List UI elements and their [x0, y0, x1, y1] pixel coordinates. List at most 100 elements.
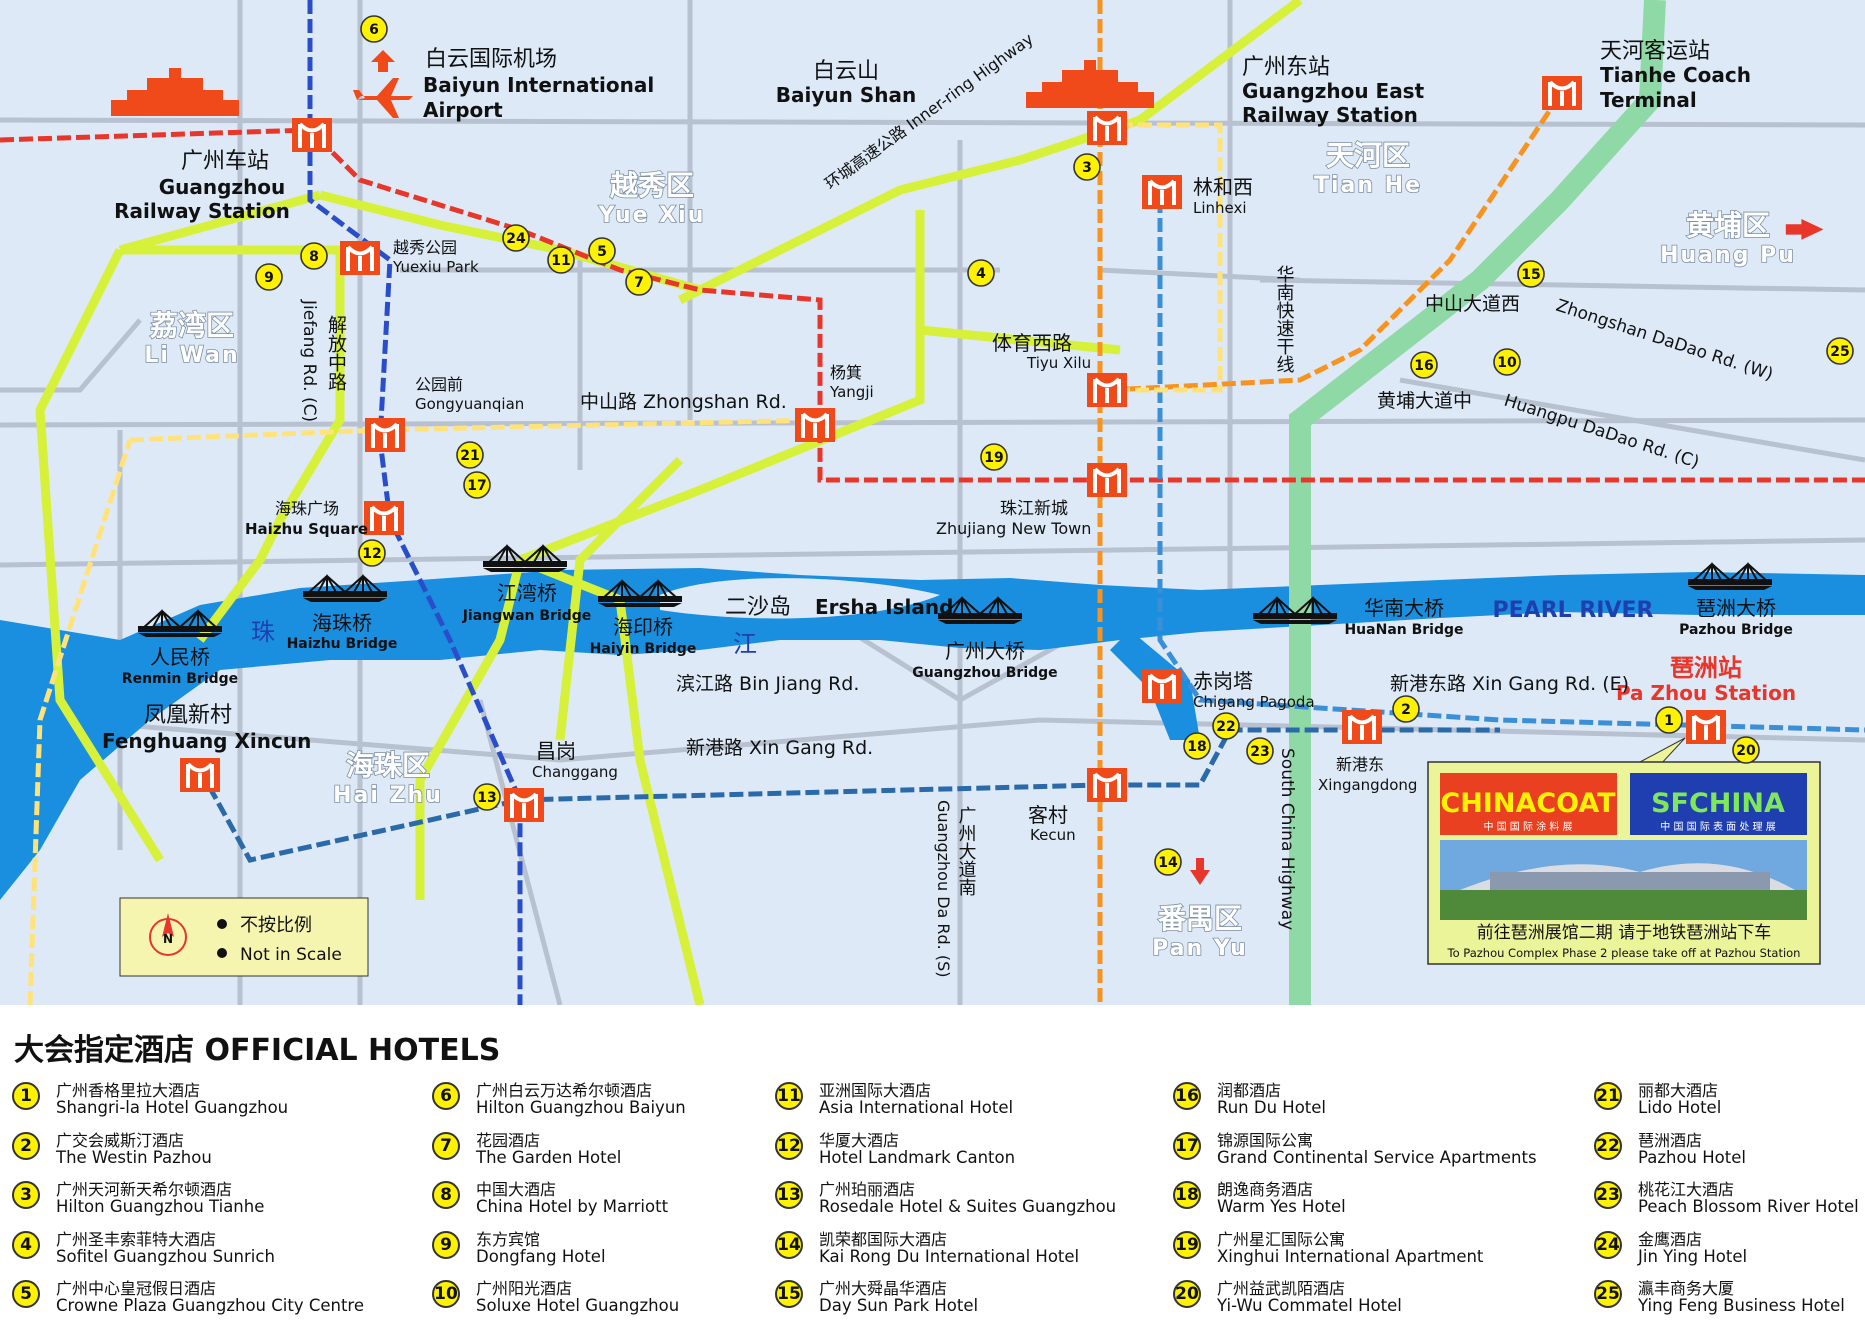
hotel-number-badge: 8 — [432, 1181, 460, 1209]
scale-box: N 不按比例 Not in Scale — [119, 897, 369, 977]
hotel-number-badge: 7 — [432, 1131, 460, 1160]
bridge-jiangwan-en: Jiangwan Bridge — [462, 608, 592, 624]
hotel-marker-3[interactable]: 3 — [1073, 153, 1101, 181]
hotel-number-badge: 25 — [1594, 1280, 1622, 1308]
station-yuexiu-park-en: Yuexiu Park — [392, 258, 479, 276]
bridge-huanan-cn: 华南大桥 — [1364, 596, 1444, 620]
hotel-name-en: Sofitel Guangzhou Sunrich — [56, 1246, 275, 1266]
bridge-huanan-en: HuaNan Bridge — [1344, 622, 1463, 638]
hotel-name-cn: 瀛丰商务大厦 — [1638, 1279, 1735, 1298]
station-xingangdong-en: Xingangdong — [1318, 776, 1417, 794]
road-network — [0, 0, 1865, 1005]
hotel-marker-8[interactable]: 8 — [300, 242, 328, 270]
hotel-marker-14[interactable]: 14 — [1154, 848, 1182, 876]
landmark-coach-terminal-en-2: Terminal — [1600, 88, 1697, 112]
hotel-number-badge: 24 — [1594, 1230, 1622, 1259]
svg-text:21: 21 — [460, 448, 479, 464]
road-jiefang-cn: 解放中路 — [325, 315, 347, 391]
hotel-name-cn: 东方宾馆 — [476, 1229, 541, 1249]
district-huangpu-cn: 黄埔区 — [1686, 209, 1770, 242]
station-fenghuang-cn: 凤凰新村 — [144, 703, 232, 728]
hotel-marker-20[interactable]: 20 — [1732, 736, 1760, 764]
hotel-name-en: Hotel Landmark Canton — [819, 1147, 1016, 1167]
arrow-down-icon — [1190, 858, 1210, 885]
hotel-marker-21[interactable]: 21 — [456, 441, 484, 469]
bridge-haiyin-cn: 海印桥 — [613, 615, 673, 639]
hotel-marker-15[interactable]: 15 — [1517, 260, 1545, 288]
hotel-number-badge: 17 — [1173, 1131, 1201, 1160]
station-linhexi-cn: 林和西 — [1193, 175, 1253, 199]
landmark-pazhou-station-en: Pa Zhou Station — [1616, 681, 1796, 705]
hotel-marker-11[interactable]: 11 — [547, 246, 575, 274]
bridge-renmin-cn: 人民桥 — [150, 645, 210, 669]
scale-note-cn: 不按比例 — [240, 915, 312, 936]
sfchina-logo — [1630, 773, 1807, 835]
station-chigang-en: Chigang Pagoda — [1193, 693, 1315, 711]
chinacoat-logo — [1440, 773, 1617, 835]
hotel-marker-12[interactable]: 12 — [358, 539, 386, 567]
hotel-name-cn: 丽都大酒店 — [1638, 1081, 1719, 1100]
hotel-marker-1[interactable]: 1 — [1655, 706, 1683, 734]
hotel-name-en: Crowne Plaza Guangzhou City Centre — [56, 1296, 365, 1315]
promo-caption-cn: 前往琶洲展馆二期 请于地铁琶洲站下车 — [1477, 923, 1771, 943]
hotel-name-cn: 金鹰酒店 — [1638, 1229, 1703, 1249]
hotel-marker-19[interactable]: 19 — [980, 443, 1008, 471]
hotel-number-badge: 21 — [1594, 1082, 1622, 1110]
hotel-markers: 1234567891011121314151617181920212223242… — [255, 15, 1854, 876]
hotel-marker-7[interactable]: 7 — [625, 268, 653, 296]
svg-text:10: 10 — [1497, 355, 1517, 371]
hotel-name-en: China Hotel by Marriott — [476, 1197, 669, 1216]
hotel-marker-18[interactable]: 18 — [1183, 732, 1211, 760]
svg-text:22: 22 — [1216, 719, 1235, 735]
hotel-marker-4[interactable]: 4 — [967, 259, 995, 287]
district-tianhe-en: Tian He — [1314, 173, 1422, 198]
hotel-marker-24[interactable]: 24 — [502, 224, 530, 252]
hotel-marker-16[interactable]: 16 — [1410, 351, 1438, 379]
legend-title: 大会指定酒店 OFFICIAL HOTELS — [14, 1033, 501, 1068]
scale-note-en: Not in Scale — [240, 945, 342, 965]
hotel-marker-23[interactable]: 23 — [1246, 737, 1274, 765]
hotel-name-en: Run Du Hotel — [1217, 1098, 1326, 1117]
landmark-labels: 白云国际机场 Baiyun International Airport 白云山 … — [114, 39, 1796, 705]
district-yuexiu-cn: 越秀区 — [610, 169, 694, 202]
hotel-name-cn: 华厦大酒店 — [819, 1130, 900, 1150]
hotel-marker-25[interactable]: 25 — [1826, 337, 1854, 365]
hotel-marker-13[interactable]: 13 — [473, 783, 501, 811]
station-yuexiu-park-cn: 越秀公园 — [393, 238, 457, 257]
landmark-airport-en-2: Airport — [423, 98, 503, 122]
south-china-highway — [1289, 0, 1666, 1005]
hotel-name-cn: 广州白云万达希尔顿酒店 — [476, 1081, 653, 1100]
road-xingang-east: 新港东路 Xin Gang Rd. (E) — [1390, 673, 1629, 695]
compass-north-label: N — [163, 932, 173, 946]
station-haizhu-square-cn: 海珠广场 — [275, 499, 339, 518]
hotel-number-badge: 10 — [432, 1280, 460, 1308]
promo-box: CHINACOAT 中 国 国 际 涂 料 展 SFCHINA 中 国 国 际 … — [1427, 737, 1821, 965]
hotel-marker-9[interactable]: 9 — [255, 263, 283, 291]
hotel-marker-22[interactable]: 22 — [1212, 712, 1240, 740]
landmark-baiyunshan-cn: 白云山 — [813, 59, 879, 84]
svg-text:9: 9 — [264, 270, 274, 286]
landmark-gz-station-en-2: Railway Station — [114, 199, 290, 223]
bridge-pazhou-en: Pazhou Bridge — [1679, 622, 1793, 638]
hotel-name-cn: 广州圣丰索菲特大酒店 — [56, 1229, 217, 1249]
hotel-name-cn: 花园酒店 — [476, 1130, 541, 1150]
hotel-marker-10[interactable]: 10 — [1493, 348, 1521, 376]
hotel-name-cn: 广州香格里拉大酒店 — [56, 1081, 201, 1100]
svg-text:5: 5 — [597, 244, 607, 260]
hotel-marker-6[interactable]: 6 — [360, 15, 388, 43]
bridge-labels: 人民桥 Renmin Bridge 海珠桥 Haizhu Bridge 江湾桥 … — [122, 581, 1793, 687]
hotel-marker-5[interactable]: 5 — [588, 237, 616, 265]
hotel-name-en: Hilton Guangzhou Baiyun — [476, 1098, 686, 1117]
hotel-name-en: Day Sun Park Hotel — [819, 1296, 979, 1315]
bridge-haiyin-en: Haiyin Bridge — [590, 641, 697, 657]
road-huanan-expressway-cn: 华南快速干线 — [1274, 265, 1295, 373]
landmark-airport-cn: 白云国际机场 — [425, 47, 557, 72]
hotel-marker-2[interactable]: 2 — [1392, 695, 1420, 723]
hotel-name-cn: 桃花江大酒店 — [1638, 1180, 1735, 1199]
hotel-name-cn: 锦源国际公寓 — [1217, 1130, 1314, 1150]
hotel-number-badge: 1 — [12, 1082, 40, 1110]
hotel-name-cn: 凯荣都国际大酒店 — [819, 1229, 948, 1249]
hotel-marker-17[interactable]: 17 — [463, 471, 491, 499]
landmark-east-station-en-1: Guangzhou East — [1242, 79, 1425, 103]
